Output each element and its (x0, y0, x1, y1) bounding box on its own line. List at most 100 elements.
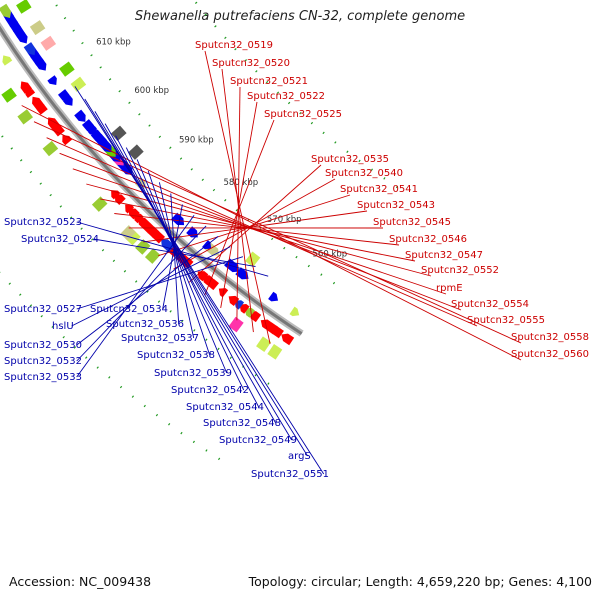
gene-arrow (128, 208, 140, 220)
reverse-gene (23, 42, 36, 56)
feature-block (1, 87, 17, 103)
reverse-gene-label: hslU (52, 321, 74, 332)
scale-label: 610 kbp (96, 38, 131, 48)
label-leader (125, 147, 245, 391)
reverse-gene-label: Sputcn32_0542 (171, 385, 249, 396)
reverse-gene (90, 129, 103, 142)
feature-block (17, 109, 34, 125)
label-leader (162, 204, 183, 310)
label-leader (220, 101, 258, 308)
forward-gene-label: Sputcn32_0543 (357, 200, 435, 211)
gene-arrow (57, 89, 70, 102)
genome-backbone-core (0, 25, 303, 335)
gene-feature (245, 251, 261, 268)
gene-feature (59, 61, 75, 77)
forward-gene-label: Sputcn32_0546 (389, 234, 467, 245)
forward-gene-label: Sputcn32_0554 (451, 299, 529, 310)
label-leader (221, 68, 254, 333)
scale-label: 560 kbp (313, 249, 348, 259)
gene-feature (120, 225, 136, 241)
feature-block (59, 61, 75, 77)
figure-title: Shewanella putrefaciens CN-32, complete … (134, 9, 466, 24)
feature-block (42, 140, 59, 157)
label-leader (94, 111, 293, 441)
scale-label: 590 kbp (179, 135, 214, 145)
feature-block (110, 125, 127, 142)
label-leader (147, 170, 211, 356)
gene-feature (1, 87, 17, 103)
reverse-gene (74, 109, 86, 122)
reverse-gene-label: argS (288, 451, 311, 462)
gene-feature (91, 196, 108, 212)
forward-gene (125, 204, 135, 214)
gene-feature (16, 0, 32, 14)
label-leader (46, 137, 478, 327)
scale-label: 570 kbp (267, 215, 302, 225)
gene-arrow (281, 333, 295, 346)
feature-block (245, 251, 261, 268)
label-leader (158, 194, 351, 257)
forward-gene (244, 307, 255, 318)
accession-label: Accession: NC_009438 (9, 574, 152, 589)
label-leader (158, 182, 195, 339)
reverse-gene (0, 0, 1, 2)
forward-gene-label: Sputcn32_0555 (467, 315, 545, 326)
reverse-gene-label: Sputcn32_0548 (203, 418, 281, 429)
gene-arrow (228, 295, 240, 306)
forward-gene (239, 304, 250, 314)
label-leader (76, 256, 244, 310)
gene-arrow (244, 307, 255, 318)
forward-gene-label: Sputcn32_0547 (405, 250, 483, 261)
scale-label: 580 kbp (224, 178, 259, 188)
gene-arrow (0, 0, 1, 2)
gc-track-dots (0, 271, 221, 461)
gene-arrow (239, 304, 250, 314)
label-leader (33, 121, 522, 344)
gene-feature (144, 248, 161, 264)
reverse-gene-label: Sputcn32_0544 (186, 402, 264, 413)
label-leader (104, 123, 277, 424)
forward-gene-label: Sputcn32_0525 (264, 109, 342, 120)
forward-gene-label: Sputcn32_0541 (340, 184, 418, 195)
label-leader (170, 193, 180, 325)
feature-block (40, 35, 57, 51)
reverse-gene-label: Sputcn32_0551 (251, 469, 329, 480)
reverse-gene (0, 3, 12, 19)
forward-gene-label: Sputcn32_0552 (421, 265, 499, 276)
feature-block (256, 336, 272, 352)
label-leader (236, 86, 241, 321)
feature-block (70, 76, 87, 92)
gene-arrow (0, 3, 12, 19)
label-leader (204, 119, 275, 296)
scale-label: 600 kbp (134, 86, 169, 96)
feature-block (267, 344, 283, 360)
forward-gene (138, 217, 150, 229)
gene-feature (70, 76, 87, 92)
forward-gene-label: Sputcn32_0540 (325, 168, 403, 179)
label-leader (74, 86, 325, 475)
forward-gene-label: Sputcn32_0558 (511, 332, 589, 343)
gene-arrow (289, 306, 300, 317)
forward-gene (197, 271, 209, 282)
forward-gene (2, 55, 13, 66)
reverse-gene-label: Sputcn32_0532 (4, 356, 82, 367)
label-leader (84, 98, 308, 457)
gene-feature (29, 20, 46, 36)
genome-summary-label: Topology: circular; Length: 4,659,220 bp… (248, 574, 592, 589)
reverse-gene (81, 119, 95, 133)
reverse-gene-label: Sputcn32_0536 (106, 319, 184, 330)
forward-gene-label: Sputcn32_0520 (212, 58, 290, 69)
feature-block (120, 225, 136, 241)
reverse-gene-label: Sputcn32_0539 (154, 368, 232, 379)
gene-arrow (47, 75, 57, 86)
label-leader (76, 236, 219, 346)
gene-arrow (32, 96, 45, 111)
forward-gene-label: Sputcn32_0560 (511, 349, 589, 360)
feature-block (228, 316, 244, 333)
forward-gene-label: rpmE (436, 283, 463, 294)
gene-arrow (138, 217, 150, 229)
gene-feature (17, 109, 34, 125)
forward-gene (281, 333, 295, 346)
feature-block (91, 196, 108, 212)
